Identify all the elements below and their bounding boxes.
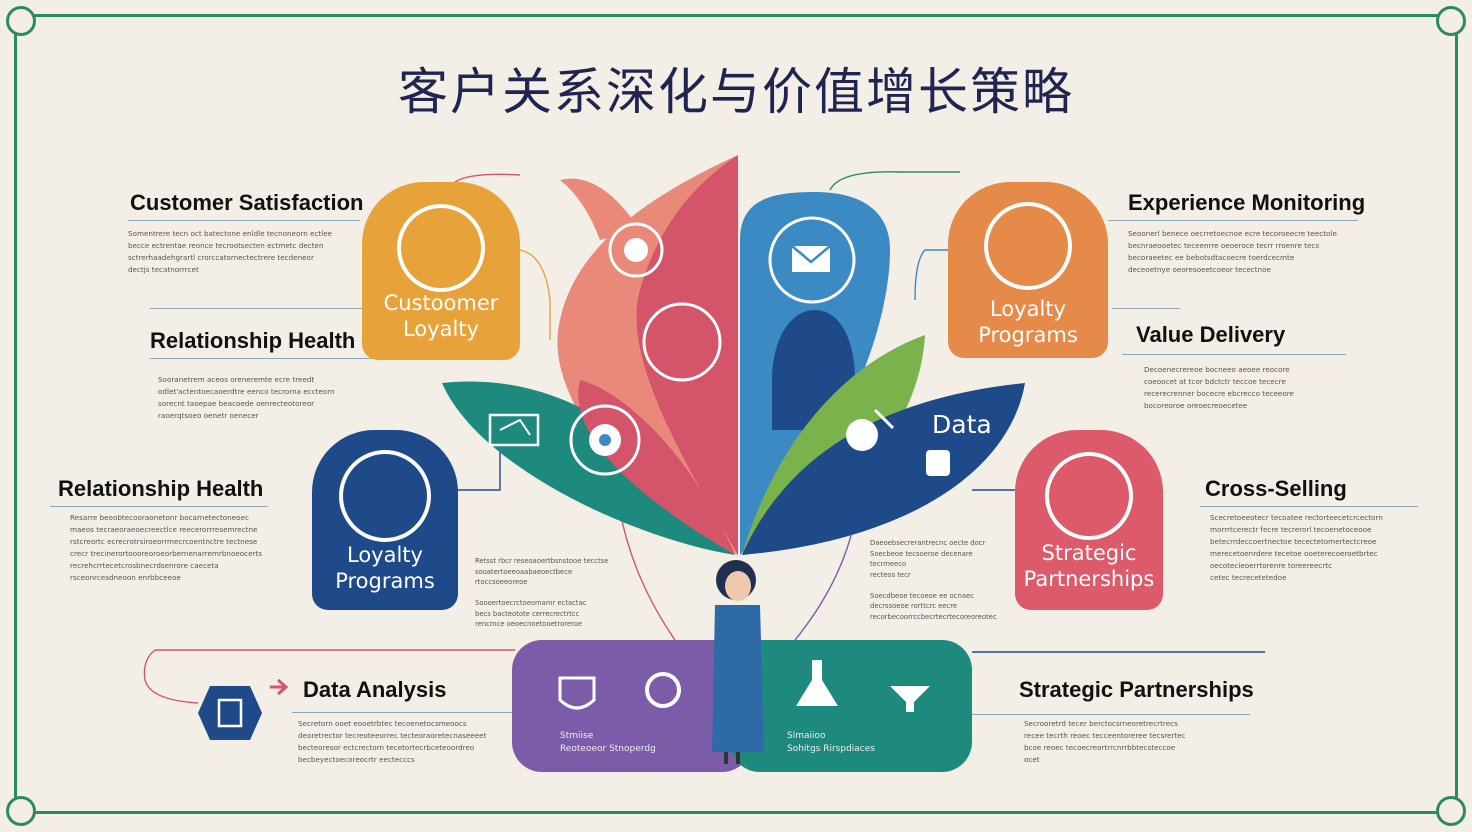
card-customer-loyalty: Custoomer Loyalty: [362, 182, 520, 360]
clipboard-icon: [217, 698, 243, 728]
document-icon: [1045, 452, 1133, 540]
flask-icon: [796, 660, 838, 706]
heading-rule: [1200, 506, 1418, 507]
handshake-icon: [339, 450, 431, 542]
heading-cross-selling: Cross-Selling: [1205, 476, 1347, 501]
connector-line: [914, 249, 950, 301]
heading-customer-satisfaction: Customer Satisfaction: [130, 190, 364, 215]
purple-banner: [512, 640, 752, 772]
gears-icon: [645, 672, 681, 708]
card-strategic-partnerships: Strategic Partnerships: [1015, 430, 1163, 610]
section-text: Decoenecrereoe bocneeo aeoee reocore coe…: [1144, 365, 1294, 410]
heading-rule: [1122, 354, 1346, 355]
heading-experience-monitoring: Experience Monitoring: [1128, 190, 1366, 215]
heading-rule: [50, 506, 268, 507]
card-loyalty-programs-right: Loyalty Programs: [948, 182, 1108, 358]
connector-line: [519, 249, 551, 340]
envelope-ring-icon: [768, 216, 856, 304]
heading-rule: [1112, 308, 1180, 309]
decorative-frame: [14, 14, 1458, 814]
corner-ornament: [1436, 796, 1466, 826]
banner-label-right-sub: Sohitgs Rirspdiaces: [787, 744, 875, 754]
heading-rule: [1108, 220, 1358, 221]
connector-line: [143, 649, 515, 704]
section-text: Sooranetrem aceos oreneremte ecre treedt…: [158, 375, 335, 420]
section-text: Secretorn ooet eooetrbtec tecoenetocsmeo…: [298, 719, 487, 764]
crimson-ribbon: [560, 178, 640, 240]
funnel-icon: [890, 686, 930, 712]
arrow-icon: [270, 678, 289, 696]
heading-rule: [128, 220, 360, 221]
analytics-icon: [488, 413, 540, 447]
heading-rule: [292, 712, 512, 713]
teal-banner: [730, 640, 972, 772]
heading-rule: [150, 308, 362, 309]
database-icon: [926, 450, 950, 476]
heading-value-delivery: Value Delivery: [1136, 322, 1286, 347]
connector-line: [445, 450, 501, 491]
section-text: Scecretoeeotecr tecoatee rectorteecetcrc…: [1210, 513, 1383, 582]
middle-note-left: Retsst rbcr reseoaoertbsnstooe tecctse s…: [475, 557, 609, 628]
section-text: Resarre beoobtecooraonetonr bocarnetecto…: [70, 513, 263, 582]
cog-ring-icon: [569, 404, 641, 476]
heading-rule: [150, 358, 372, 359]
data-analysis-badge: [198, 686, 262, 740]
woman-figure: [712, 560, 764, 764]
section-text: Secrooretrd tecer berctocsrneoretrecrtre…: [1024, 719, 1186, 764]
page-title: 客户关系深化与价值增长策略: [398, 63, 1074, 121]
connector-line: [829, 171, 960, 191]
section-text: Somentrere tecn oct batectone enldle tec…: [128, 229, 333, 274]
corner-ornament: [6, 796, 36, 826]
middle-note-right: Daeoebsecrerantrecnc oecte docr Soecbeoe…: [870, 539, 997, 621]
connector-line: [454, 173, 521, 183]
banner-label-left-sub: Reoteoeor Stnoperdg: [560, 744, 656, 754]
flower-icon: [624, 238, 648, 262]
heading-strategic-partnerships: Strategic Partnerships: [1019, 677, 1254, 702]
section-text: Seoonerl benece oecrretoecnoe ecre tecor…: [1128, 229, 1337, 274]
navy-petal: [742, 383, 1025, 555]
banner-label-right-title: Slmaiioo: [787, 731, 826, 741]
heading-relationship-health-2: Relationship Health: [58, 476, 264, 501]
crimson-leaf-front: [578, 380, 735, 555]
shield-heart-icon: [558, 676, 596, 710]
hat-icon: [846, 419, 878, 451]
hammer-icon: [873, 408, 895, 430]
cupcake-ring-icon: [642, 302, 722, 382]
card-loyalty-programs-left: Loyalty Programs: [312, 430, 458, 610]
heading-data-analysis: Data Analysis: [303, 677, 447, 702]
corner-ornament: [6, 6, 36, 36]
banner-label-left-title: Stmiise: [560, 731, 594, 741]
corner-ornament: [1436, 6, 1466, 36]
heading-rule: [972, 714, 1250, 715]
petal-label-data: Data: [932, 410, 992, 439]
flower-ring-icon: [608, 222, 664, 278]
heart-leaf-icon: [397, 204, 485, 292]
person-icon: [984, 202, 1072, 290]
heading-relationship-health: Relationship Health: [150, 328, 356, 353]
